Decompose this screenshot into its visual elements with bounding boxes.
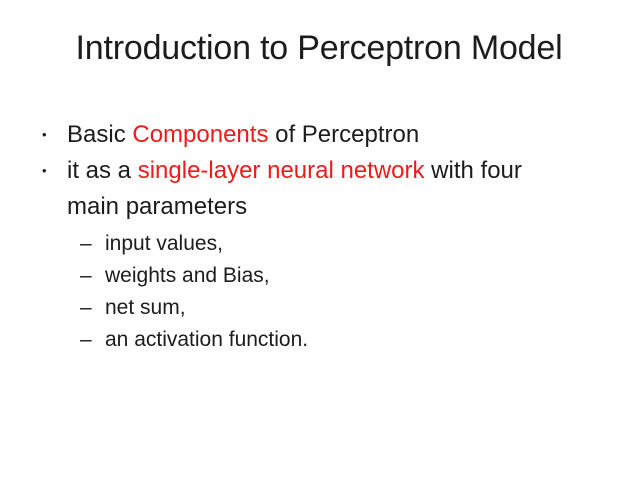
sub-bullet-item: – weights and Bias,: [42, 260, 638, 292]
bullet-text-segment: it as a: [67, 157, 138, 185]
dash-bullet-icon: –: [80, 328, 92, 352]
sub-bullet-item: – an activation function.: [42, 324, 638, 356]
sub-bullet-list: – input values, – weights and Bias, – ne…: [42, 228, 638, 356]
bullet-text-segment: of Perceptron: [268, 121, 420, 149]
slide-body: • Basic Components of Perceptron • it as…: [0, 117, 638, 356]
bullet-line: it as a single-layer neural network with…: [67, 153, 522, 189]
dash-bullet-icon: –: [80, 264, 92, 288]
dash-bullet-icon: –: [80, 296, 92, 320]
bullet-item: • it as a single-layer neural network wi…: [42, 153, 638, 225]
bullet-item: • Basic Components of Perceptron: [42, 117, 638, 153]
bullet-dot-icon: •: [42, 127, 47, 143]
sub-bullet-text: net sum,: [105, 296, 186, 320]
sub-bullet-item: – net sum,: [42, 292, 638, 324]
bullet-text: Basic Components of Perceptron: [67, 117, 419, 153]
bullet-text-segment-accent: Components: [132, 121, 269, 149]
bullet-dot-icon: •: [42, 163, 47, 179]
sub-bullet-item: – input values,: [42, 228, 638, 260]
bullet-text-segment: with four: [424, 157, 522, 185]
sub-bullet-text: input values,: [105, 232, 223, 256]
sub-bullet-text: weights and Bias,: [105, 264, 270, 288]
sub-bullet-text: an activation function.: [105, 328, 309, 352]
bullet-text-segment: Basic: [67, 121, 133, 149]
bullet-line: main parameters: [67, 189, 522, 225]
bullet-text-segment-accent: single-layer neural network: [137, 157, 425, 185]
bullet-text-segment: main parameters: [67, 193, 248, 221]
dash-bullet-icon: –: [80, 232, 92, 256]
page-title: Introduction to Perceptron Model: [75, 29, 563, 67]
bullet-text: it as a single-layer neural network with…: [67, 153, 522, 225]
